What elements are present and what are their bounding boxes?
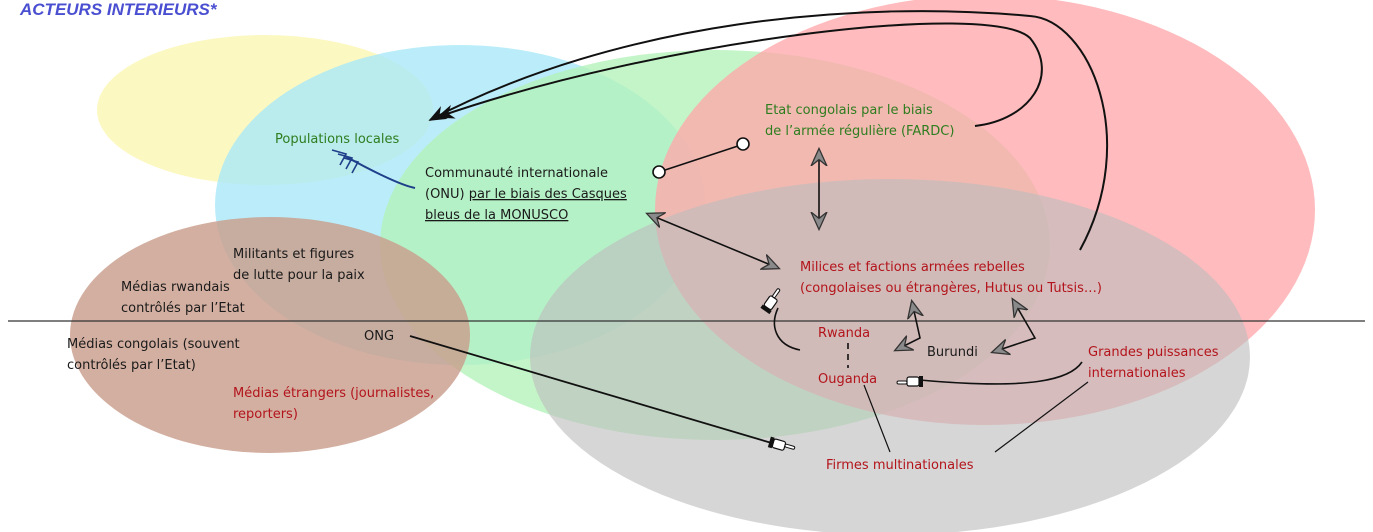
label-communaute-internationale: Communauté internationale (ONU) par le b… (425, 166, 627, 223)
rwanda-milices-arrow (896, 302, 920, 350)
communaute-line-2: (ONU) par le biais des Casques (425, 187, 627, 202)
communaute-line-2-plain: (ONU) (425, 187, 469, 202)
page-title: ACTEURS INTERIEURS* (19, 0, 218, 19)
communaute-milices-double-arrow (648, 214, 778, 268)
burundi-milices-arrow (993, 300, 1037, 352)
ouganda-firmes-line (863, 384, 891, 453)
grandes-puissances-line-1: Grandes puissances (1088, 345, 1219, 360)
label-rwanda: Rwanda (818, 326, 870, 341)
link-end-circle (652, 165, 666, 179)
milices-line-2: (congolaises ou étrangères, Hutus ou Tut… (800, 281, 1102, 296)
triple-chevron-icon (331, 149, 360, 174)
communaute-line-1: Communauté internationale (425, 166, 608, 181)
link-end-circle (736, 137, 750, 151)
brown-zone (70, 217, 470, 453)
militants-line-2: de lutte pour la paix (233, 268, 365, 283)
etat-line-2: de l’armée régulière (FARDC) (765, 124, 954, 139)
grandes-puissances-line-2: internationales (1088, 366, 1186, 381)
pointing-hand-icon (896, 376, 923, 387)
grandes-firmes-line (994, 381, 1089, 453)
label-ouganda: Ouganda (818, 372, 877, 387)
label-burundi: Burundi (927, 345, 978, 360)
medias-etrangers-line-2: reporters) (233, 407, 298, 422)
militants-line-1: Militants et figures (233, 247, 354, 262)
communaute-line-3: bleus de la MONUSCO (425, 208, 568, 223)
milices-line-1: Milices et factions armées rebelles (800, 260, 1025, 275)
communaute-line-2-underlined: par le biais des Casques (469, 187, 627, 202)
medias-rwandais-line-2: contrôlés par l’Etat (121, 301, 245, 316)
medias-congolais-line-1: Médias congolais (souvent (67, 337, 240, 352)
label-firmes-multinationales: Firmes multinationales (826, 458, 974, 473)
milices-to-populations-arrow (428, 10, 1109, 251)
labels: Populations locales Communauté internati… (67, 103, 1219, 473)
medias-rwandais-line-1: Médias rwandais (121, 280, 230, 295)
rwanda-curve (773, 307, 801, 351)
label-ong: ONG (364, 329, 394, 344)
grandes-to-ouganda-curve (919, 361, 1083, 385)
pointing-hand-icon (760, 288, 781, 315)
medias-etrangers-line-1: Médias étrangers (journalistes, (233, 386, 434, 401)
pointing-hand-icon (767, 436, 796, 451)
ong-to-firmes-line (409, 335, 776, 445)
zones (70, 0, 1315, 532)
connectors (331, 10, 1109, 453)
medias-congolais-line-2: contrôlés par l’Etat) (67, 358, 196, 373)
label-populations-locales: Populations locales (275, 132, 399, 147)
communaute-etat-link (658, 144, 742, 173)
etat-to-populations-arrow (436, 22, 1043, 127)
etat-line-1: Etat congolais par le biais (765, 103, 933, 118)
